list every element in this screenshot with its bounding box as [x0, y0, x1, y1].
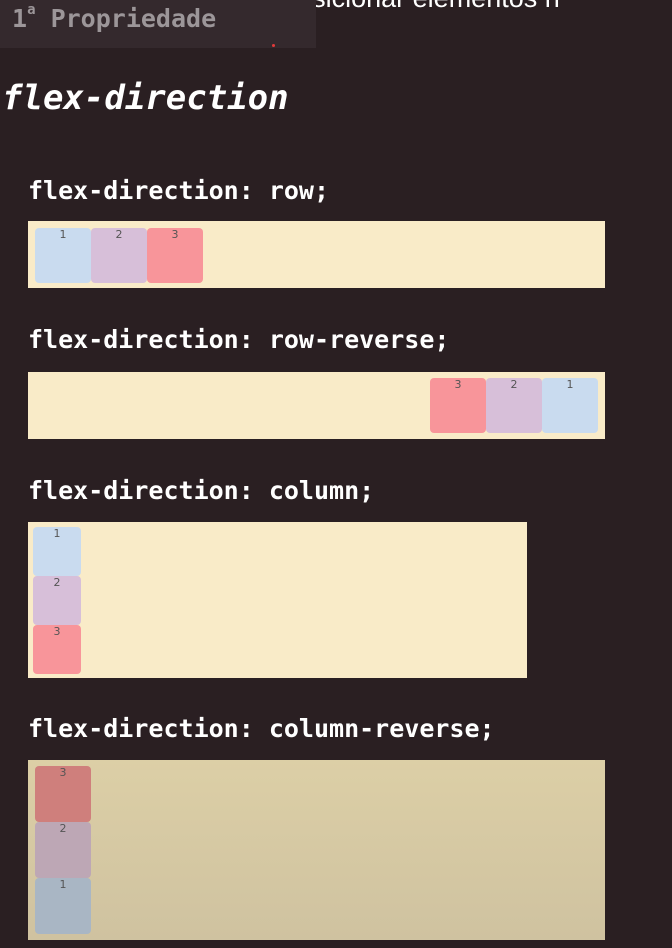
flex-item: 1 [35, 878, 91, 934]
example-container-row: 1 2 3 [28, 221, 605, 288]
example-container-column: 1 2 3 [28, 522, 527, 678]
section-chip: 1a Propriedade [0, 0, 316, 48]
section-number: 1 [12, 4, 28, 33]
example-label-column: flex-direction: column; [28, 476, 375, 505]
flex-item: 2 [33, 576, 81, 625]
section-chip-text: 1a Propriedade [12, 2, 217, 33]
section-number-superscript: a [27, 2, 36, 18]
flex-item: 2 [35, 822, 91, 878]
flex-item: 3 [35, 766, 91, 822]
example-container-row-reverse: 3 2 1 [28, 372, 605, 439]
page-title: flex-direction [2, 78, 289, 118]
example-label-row: flex-direction: row; [28, 176, 330, 205]
section-label: Propriedade [50, 4, 217, 33]
flex-item: 3 [430, 378, 486, 433]
flex-item: 3 [147, 228, 203, 283]
flex-item: 1 [33, 527, 81, 576]
flex-item: 1 [542, 378, 598, 433]
flex-item: 1 [35, 228, 91, 283]
flex-item: 2 [91, 228, 147, 283]
flex-item: 3 [33, 625, 81, 674]
flex-item: 2 [486, 378, 542, 433]
example-label-row-reverse: flex-direction: row-reverse; [28, 325, 450, 354]
red-dot [272, 44, 275, 47]
example-label-column-reverse: flex-direction: column-reverse; [28, 714, 495, 743]
example-container-column-reverse: 3 2 1 [28, 760, 605, 940]
